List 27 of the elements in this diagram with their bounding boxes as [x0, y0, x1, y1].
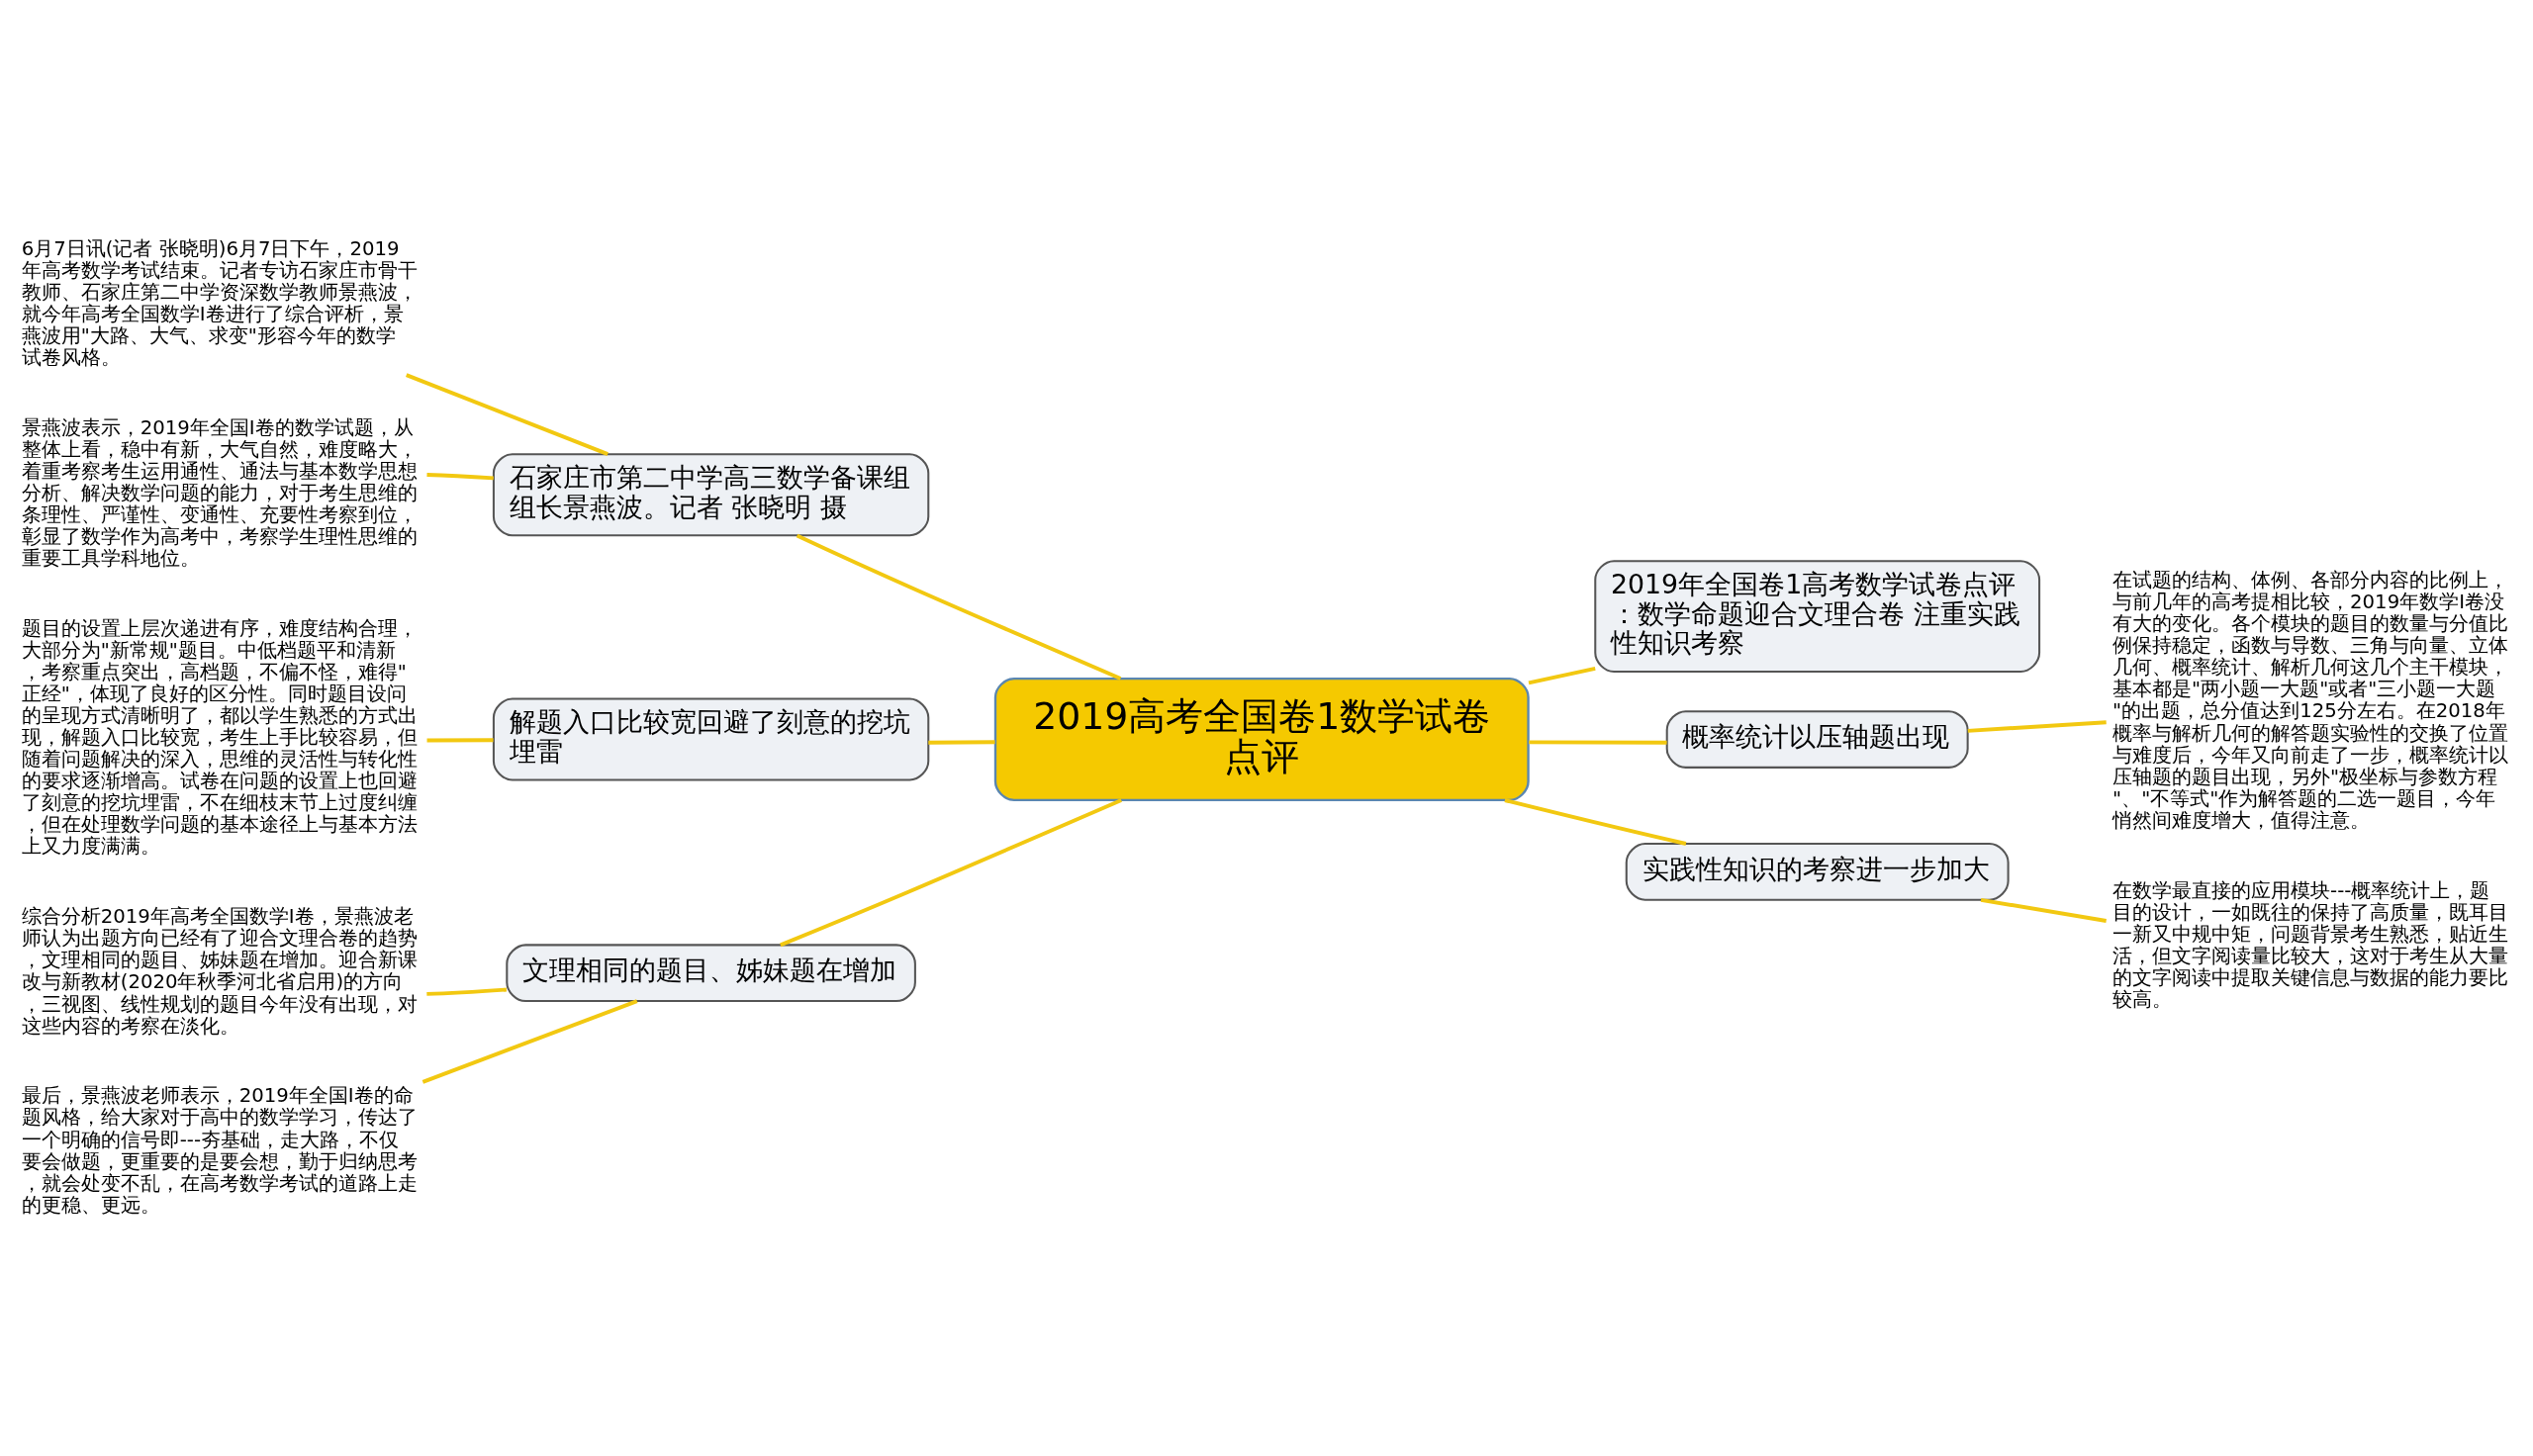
node-text: 题目的设置上层次递进有序，难度结构合理，大部分为"新常规"题目。中低档题平和清新，考察重点突出，高档题，不偏不怪，难得"正经"，体现了良好的区分性。同时题目设问的呈现方式清晰明了，都以学生熟悉的方式出现，解题入口比较宽，考生上手比较容易，但随着问题解决的深入，思维的灵活性与转化性的要求逐渐增高。试卷在问题的设置上也回避了刻意的挖坑埋雷，不在细枝末节上过度纠缠，但在处理数学问题的基本途径上与基本方法上又力度满满。 [21, 616, 418, 858]
connector [780, 797, 1123, 947]
connector [426, 987, 508, 996]
connector [1528, 666, 1596, 684]
connector [406, 372, 609, 456]
node-box: 石家庄市第二中学高三数学备课组组长景燕波。记者 张晓明 摄 [492, 452, 930, 536]
node-text: 综合分析2019年高考全国数学I卷，景燕波老师认为出题方向已经有了迎合文理合卷的趋势，文理相同的题目、姊妹题在增加。迎合新课改与新教材(2020年秋季河北省启用)的方向，三视图、线性规划的题目今年没有出现，对这些内容的考察在淡化。 [21, 904, 418, 1038]
node-box: 解题入口比较宽回避了刻意的挖坑埋雷 [492, 697, 930, 780]
connector [422, 998, 638, 1084]
connector [1967, 719, 2107, 733]
node-box: 2019年全国卷1高考数学试卷点评：数学命题迎合文理合卷 注重实践性知识考察 [1594, 559, 2041, 673]
node-text: 在试题的结构、体例、各部分内容的比例上，与前几年的高考提相比较，2019年数学I卷没有大的变化。各个模块的题目的数量与分值比例保持稳定，函数与导数、三角与向量、立体几何、概率统计、解析几何这几个主干模块，基本都是"两小题一大题"或者"三小题一大题"的出题，总分值达到125分左右。在2018年概率与解析几何的解答题实验性的交换了位置与难度后，今年又向前走了一步，概率统计以压轴题的题目出现，另外"极坐标与参数方程"、"不等式"作为解答题的二选一题目，今年悄然间难度增大，值得注意。 [2112, 568, 2509, 832]
node-box: 文理相同的题目、姊妹题在增加 [506, 943, 916, 1002]
node-text: 6月7日讯(记者 张晓明)6月7日下午，2019年高考数学考试结束。记者专访石家庄市骨干教师、石家庄第二中学资深数学教师景燕波，就今年高考全国数学I卷进行了综合评析，景燕波用"大路、大气、求变"形容今年的数学试卷风格。 [21, 236, 418, 369]
connector [1504, 797, 1687, 846]
node-text: 最后，景燕波老师表示，2019年全国I卷的命题风格，给大家对于高中的数学学习，传达了一个明确的信号即---夯基础，走大路，不仅要会做题，更重要的是要会想，勤于归纳思考，就会处变不乱，在高考数学考试的道路上走的更稳、更远。 [21, 1083, 418, 1217]
node-text: 在数学最直接的应用模块---概率统计上，题目的设计，一如既往的保持了高质量，既耳目一新又中规中矩，问题背景考生熟悉，贴近生活，但文字阅读量比较大，这对于考生从大量的文字阅读中提取关键信息与数据的能力要比较高。 [2112, 878, 2509, 1011]
connector [1980, 897, 2107, 923]
connector [426, 737, 494, 742]
connector [796, 533, 1122, 681]
node-box: 实践性知识的考察进一步加大 [1625, 842, 2010, 901]
connector [1529, 739, 1667, 745]
node-text: 景燕波表示，2019年全国I卷的数学试题，从整体上看，稳中有新，大气自然，难度略大，着重考察考生运用通性、通法与基本数学思想分析、解决数学问题的能力，对于考生思维的条理性、严谨性、变通性、充要性考察到位，彰显了数学作为高考中，考察学生理性思维的重要工具学科地位。 [21, 415, 418, 570]
connector [426, 472, 494, 480]
connector [928, 739, 995, 745]
node-box: 2019高考全国卷1数学试卷点评 [993, 677, 1530, 801]
node-box: 概率统计以压轴题出现 [1665, 709, 1969, 769]
